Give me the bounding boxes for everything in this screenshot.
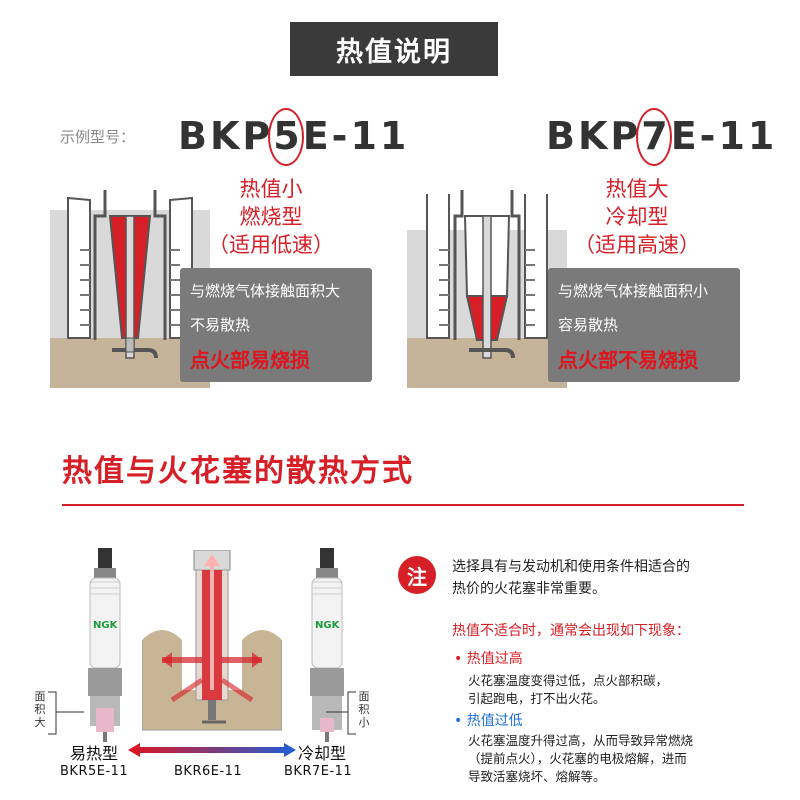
heat-too-high-line1: 火花塞温度变得过低，点火部积碳， xyxy=(468,673,669,688)
side-left-bracket xyxy=(48,691,84,735)
heat-too-low-line2: （提前点火），火花塞的电极熔解，进而 xyxy=(468,751,687,766)
plug-left-brand: NGK xyxy=(93,620,119,631)
right-info-box: 与燃烧气体接触面积小 容易散热 点火部不易烧损 xyxy=(548,268,740,382)
plug-right-brand: NGK xyxy=(315,620,341,631)
highlight-ring xyxy=(636,108,673,166)
hot-cold-gradient-arrow xyxy=(128,743,296,757)
heat-too-low-line1: 火花塞温度升得过高，从而导致异常燃烧 xyxy=(468,733,694,748)
side-right-char: 面 xyxy=(358,690,370,703)
side-left-char: 大 xyxy=(34,716,46,729)
plug-bkr7e-illustration: NGK xyxy=(310,548,344,742)
section-title: 热值与火花塞的散热方式 xyxy=(62,454,414,489)
right-box-warning: 点火部不易烧损 xyxy=(558,348,698,372)
model-left-prefix: BKP xyxy=(178,114,274,158)
right-note-line3: （适用高速） xyxy=(574,233,700,257)
side-label-right: 面 积 小 xyxy=(358,690,370,729)
model-left-digit-wrap: 5 xyxy=(268,108,305,166)
left-box-warning: 点火部易烧损 xyxy=(190,348,310,372)
center-plug-cutaway-illustration xyxy=(142,550,282,731)
cold-plug-cutaway-illustration xyxy=(407,190,567,388)
example-label: 示例型号： xyxy=(60,128,136,146)
left-box-line2: 不易散热 xyxy=(190,316,251,334)
left-note-line1: 热值小 xyxy=(239,177,303,201)
heat-too-low-line3: 导致活塞烧坏、熔解等。 xyxy=(468,769,606,784)
hot-type-label: 易热型 xyxy=(70,744,119,763)
plug-code-bkr7e: BKR7E-11 xyxy=(284,764,353,779)
warning-heading: 热值不适合时，通常会出现如下现象： xyxy=(452,623,690,639)
model-right-suffix: E-11 xyxy=(670,114,778,158)
left-info-box: 与燃烧气体接触面积大 不易散热 点火部易烧损 xyxy=(180,268,372,382)
right-note-line2: 冷却型 xyxy=(605,205,669,229)
section-divider xyxy=(62,504,744,506)
left-heat-note: 热值小 燃烧型 （适用低速） xyxy=(196,175,346,259)
heat-too-high-title: • 热值过高 xyxy=(454,651,523,667)
side-label-left: 面 积 大 xyxy=(34,690,46,729)
model-right-prefix: BKP xyxy=(546,114,642,158)
page-title: 热值说明 xyxy=(290,22,498,76)
left-note-line3: （适用低速） xyxy=(208,233,334,257)
intro-line2: 热价的火花塞非常重要。 xyxy=(452,581,606,597)
right-box-line1: 与燃烧气体接触面积小 xyxy=(558,282,709,300)
right-note-line1: 热值大 xyxy=(605,177,669,201)
model-right-digit-wrap: 7 xyxy=(636,108,673,166)
highlight-ring xyxy=(268,108,305,166)
side-right-char: 积 xyxy=(358,703,370,716)
left-box-line1: 与燃烧气体接触面积大 xyxy=(190,282,341,300)
plug-bkr5e-illustration: NGK xyxy=(88,548,122,742)
right-heat-note: 热值大 冷却型 （适用高速） xyxy=(562,175,712,259)
cold-type-label: 冷却型 xyxy=(298,744,347,763)
side-left-char: 面 xyxy=(34,690,46,703)
side-right-char: 小 xyxy=(358,716,370,729)
right-box-line2: 容易散热 xyxy=(558,316,619,334)
model-left-suffix: E-11 xyxy=(302,114,410,158)
plug-code-bkr5e: BKR5E-11 xyxy=(60,764,129,779)
intro-line1: 选择具有与发动机和使用条件相适合的 xyxy=(452,559,690,575)
heat-too-low-title: • 热值过低 xyxy=(454,713,523,729)
side-right-bracket xyxy=(326,691,356,735)
left-note-line2: 燃烧型 xyxy=(239,205,303,229)
side-left-char: 积 xyxy=(34,703,46,716)
plug-code-bkr6e: BKR6E-11 xyxy=(174,764,243,779)
heat-too-high-line2: 引起跑电，打不出火花。 xyxy=(468,691,606,706)
note-badge: 注 xyxy=(398,556,436,594)
